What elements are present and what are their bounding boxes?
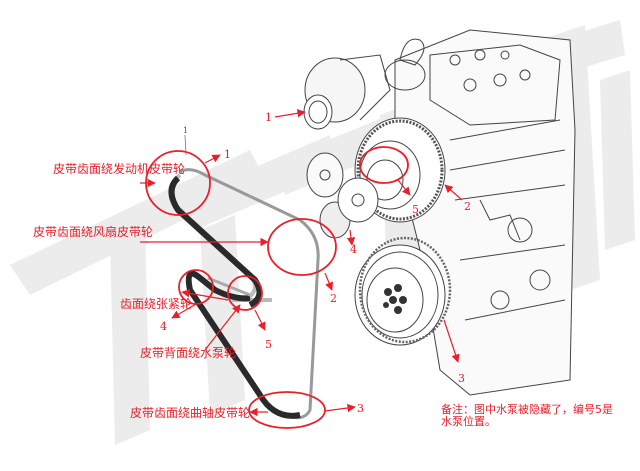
circle-water-pump (227, 275, 263, 311)
engine-callout-4: 4 (350, 243, 357, 256)
circle-fan (267, 218, 337, 276)
highlight-circles (145, 146, 409, 429)
label-alternator-pulley: 皮带齿面绕发动机皮带轮 (53, 162, 186, 176)
label-fan-pulley: 皮带齿面绕风扇皮带轮 (33, 225, 154, 239)
label-tensioner: 齿面绕张紧轮 (120, 297, 193, 311)
footnote: 备注：图中水泵被隐藏了，编号5是 水泵位置。 (441, 404, 631, 428)
leader-lines (140, 109, 463, 417)
engine-callout-2: 2 (464, 200, 471, 213)
callout-1: 1 (224, 148, 231, 161)
engine-callout-5: 5 (412, 203, 419, 216)
callout-4: 4 (160, 320, 167, 333)
circle-engine-pump (359, 146, 409, 184)
engine-callout-3: 3 (458, 372, 465, 385)
label-water-pump: 皮带背面绕水泵轮 (140, 346, 237, 360)
callout-3: 3 (357, 402, 364, 415)
callout-1-top: 1 (183, 126, 189, 135)
footnote-line-2: 水泵位置。 (441, 415, 496, 428)
callout-5: 5 (265, 338, 272, 351)
label-crankshaft-pulley: 皮带齿面绕曲轴皮带轮 (130, 406, 251, 420)
circle-crankshaft (248, 391, 326, 429)
belt (168, 168, 320, 420)
footnote-line-1: 备注：图中水泵被隐藏了，编号5是 (441, 403, 613, 416)
engine-callout-1: 1 (265, 111, 272, 124)
engine-illustration (303, 29, 576, 396)
callout-2: 2 (330, 292, 337, 305)
